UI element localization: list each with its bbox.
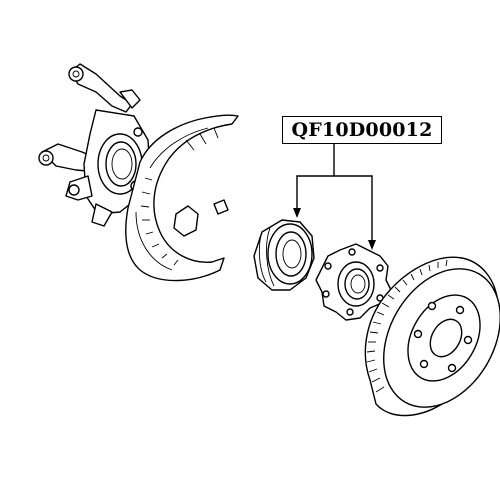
part-number-label: QF10D00012 [282,116,442,144]
steering-knuckle [38,63,151,227]
brake-disc-vents [366,259,448,393]
arrow-hub-icon [368,240,376,250]
callout-leaders [293,143,376,250]
brake-disc [364,256,500,417]
arrow-bearing-icon [293,208,301,218]
wheel-hub [315,243,393,321]
dust-shield [125,114,239,282]
wheel-bearing [253,219,315,291]
